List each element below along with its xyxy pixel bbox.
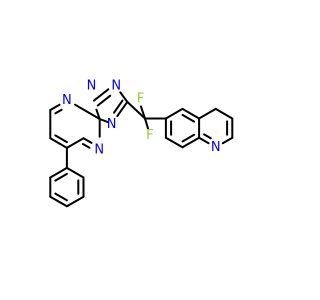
quinoline-bond [221, 136, 234, 145]
triazine-bond [82, 108, 101, 120]
triazine-bond [54, 108, 63, 115]
quinoline-bond [181, 113, 196, 123]
triazine-bond [65, 137, 85, 149]
phenyl-bond [54, 172, 68, 182]
molecule-structure-drawing: N N N N N F F N [49, 79, 234, 208]
quinoline-bond [181, 133, 196, 143]
phenyl-bond [65, 166, 85, 179]
triazole-bond [119, 91, 129, 103]
nitrogen-atom-label: N [94, 142, 104, 157]
fluorine-atom-label: F [137, 91, 144, 106]
quinoline-bond [198, 107, 217, 120]
bond-layer [49, 88, 234, 208]
nitrogen-atom-label: N [111, 79, 121, 94]
quinoline-bond [164, 136, 184, 149]
triazole-bond [96, 94, 112, 107]
fluorine-atom-label: F [146, 128, 153, 143]
quinoline-bond [214, 107, 234, 120]
triazine-bond [49, 137, 68, 149]
quinoline-bond [203, 133, 212, 140]
triazine-bond [82, 137, 93, 144]
phenyl-bond [49, 166, 68, 179]
triazole-cf2-bond [126, 100, 146, 120]
carbon-fluorine-bond [144, 117, 150, 130]
phenyl-bond [49, 195, 68, 208]
triazole-bond [116, 100, 129, 118]
triazine-bond [82, 143, 91, 149]
quinoline-bond [181, 107, 201, 120]
quinoline-bond [198, 136, 210, 145]
triazine-bond [74, 103, 85, 111]
atom-label-layer: N N N N N F F N [62, 79, 221, 158]
triazole-bond [95, 108, 101, 120]
triazole-bond [98, 118, 109, 123]
nitrogen-atom-label: N [107, 117, 117, 132]
nitrogen-atom-label: N [87, 79, 97, 94]
phenyl-bond [54, 192, 68, 202]
triazole-bond [92, 88, 110, 102]
carbon-fluorine-bond [139, 105, 146, 120]
phenyl-bond [65, 195, 85, 208]
triazine-bond [49, 103, 61, 111]
triazole-bond [113, 99, 124, 114]
quinoline-bond [164, 107, 184, 120]
nitrogen-atom-label: N [62, 93, 72, 108]
nitrogen-atom-label: N [211, 140, 221, 155]
quinoline-bond [181, 136, 201, 149]
triazine-bond [54, 134, 68, 144]
